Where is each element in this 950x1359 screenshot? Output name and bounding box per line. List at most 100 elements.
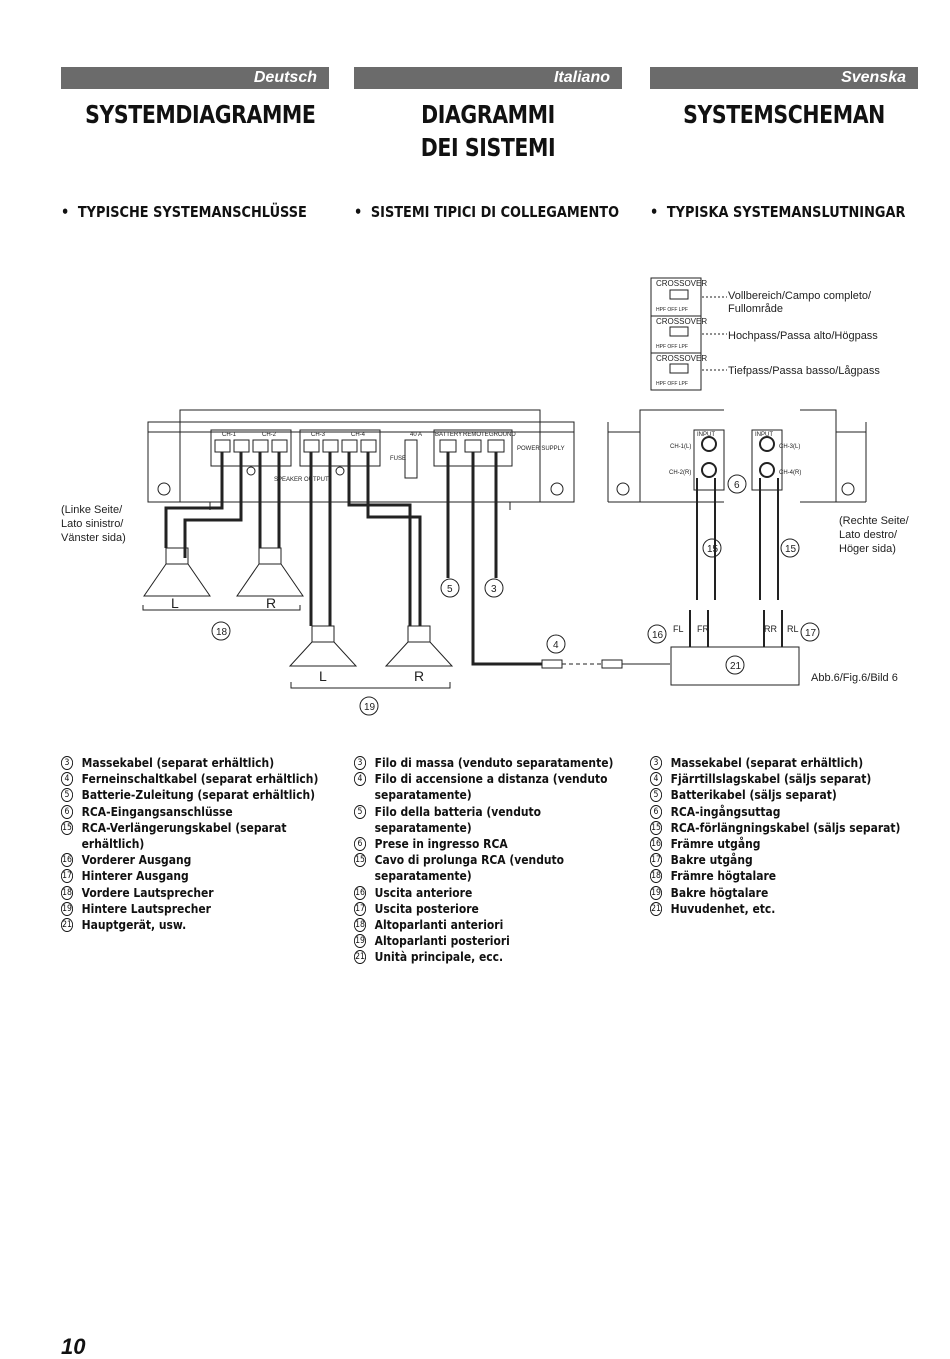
page-number: 10 — [61, 1334, 86, 1359]
output-fl-label: FL — [673, 624, 684, 634]
callout-6: 6 — [734, 480, 740, 491]
crossover-positions-2: HPF OFF LPF — [656, 344, 688, 350]
crossover-note-highpass: Hochpass/Passa alto/Högpass — [728, 330, 878, 342]
legend-text: Uscita anteriore — [374, 884, 473, 900]
callout-number: 15 — [61, 820, 74, 835]
right-side-label: (Rechte Seite/ Lato destro/ Höger sida) — [839, 515, 912, 555]
legend-text: Altoparlanti anteriori — [374, 917, 504, 933]
legend-item: 5 Batterikabel (säljs separat) — [650, 787, 934, 803]
remote-label: REMOTE — [463, 432, 489, 438]
legend-item: 3 Filo di massa (venduto separatamente) — [354, 755, 638, 771]
legend-text: Huvudenhet, etc. — [670, 900, 776, 916]
crossover-label-3: CROSSOVER — [656, 354, 707, 363]
ground-label: GROUND — [489, 432, 516, 438]
output-rr-label: RR — [764, 624, 777, 634]
legend-text: Hintere Lautsprecher — [81, 900, 211, 916]
legend-text: Främre högtalare — [670, 868, 777, 884]
legend-item: 19 Bakre högtalare — [650, 885, 934, 901]
callout-16: 16 — [652, 630, 664, 641]
rear-speaker-left — [288, 625, 358, 667]
legend-text: RCA-ingångsuttag — [670, 803, 781, 819]
legend-text: Bakre högtalare — [670, 884, 769, 900]
callout-number: 18 — [354, 918, 367, 933]
legend-text: Hinterer Ausgang — [81, 868, 189, 884]
callout-15-right: 15 — [785, 544, 797, 555]
input-ch4-label: CH-4(R) — [779, 470, 801, 476]
callout-number: 4 — [354, 772, 367, 787]
crossover-note-lowpass: Tiefpass/Passa basso/Lågpass — [728, 365, 880, 377]
legend-text: RCA-Eingangsanschlüsse — [81, 803, 233, 819]
title-italiano: DIAGRAMMI DEI SISTEMI — [420, 100, 556, 162]
callout-number: 3 — [354, 756, 367, 770]
fuse-rating-label: 40 A — [410, 432, 422, 438]
legend-item: 4 Filo di accensione a distanza (venduto … — [354, 771, 638, 803]
legend-text: Vorderer Ausgang — [81, 852, 192, 868]
legend-item: 17 Uscita posteriore — [354, 901, 638, 917]
callout-number: 5 — [650, 788, 663, 803]
channel-label-2: CH-2 — [262, 432, 277, 438]
legend-text: Filo di massa (venduto separatamente) — [374, 755, 614, 770]
callout-number: 17 — [354, 901, 367, 916]
crossover-note-full: Vollbereich/Campo completo/ Fullområde — [728, 290, 874, 315]
callout-number: 3 — [650, 756, 663, 770]
legend-text: Cavo di prolunga RCA (venduto separatame… — [374, 852, 565, 884]
callout-number: 3 — [61, 756, 74, 770]
input-ch2-label: CH-2(R) — [669, 470, 691, 476]
callout-number: 5 — [354, 804, 367, 819]
callout-number: 21 — [61, 918, 74, 933]
rear-speaker-right — [384, 625, 454, 667]
callout-number: 19 — [61, 901, 74, 916]
legend-text: Uscita posteriore — [374, 900, 479, 916]
legend-item: 19 Altoparlanti posteriori — [354, 933, 638, 949]
rear-left-label: L — [319, 668, 327, 684]
callout-number: 21 — [650, 901, 663, 916]
input-ch3-label: CH-3(L) — [779, 444, 800, 450]
legend-text: Filo di accensione a distanza (venduto s… — [374, 771, 608, 803]
legend-text: Hauptgerät, usw. — [81, 917, 187, 933]
crossover-label-2: CROSSOVER — [656, 317, 707, 326]
legend-text: Filo della batteria (venduto separatamen… — [374, 803, 542, 835]
legend-text: Bakre utgång — [670, 852, 753, 868]
callout-4: 4 — [553, 640, 559, 651]
legend-item: 19 Hintere Lautsprecher — [61, 901, 345, 917]
crossover-label-1: CROSSOVER — [656, 279, 707, 288]
legend-text: Massekabel (separat erhältlich) — [81, 755, 275, 770]
legend-text: Batterikabel (säljs separat) — [670, 787, 837, 803]
callout-number: 19 — [650, 885, 663, 900]
callout-5: 5 — [447, 584, 453, 595]
callout-number: 19 — [354, 934, 367, 949]
legend-item: 16 Uscita anteriore — [354, 885, 638, 901]
callout-21: 21 — [730, 661, 742, 672]
input-label-right: INPUT — [755, 432, 773, 438]
figure-caption: Abb.6/Fig.6/Bild 6 — [811, 672, 898, 684]
legend-text: Unità principale, ecc. — [374, 949, 504, 965]
callout-number: 16 — [354, 885, 367, 900]
callout-number: 18 — [650, 869, 663, 884]
callout-15-left: 15 — [707, 544, 719, 555]
fuse-label: FUSE — [390, 456, 406, 462]
power-supply-label: POWER SUPPLY — [517, 446, 565, 452]
callout-number: 6 — [354, 837, 367, 852]
system-diagram: CROSSOVER CROSSOVER CROSSOVER HPF OFF LP… — [61, 277, 912, 716]
legend-item: 5 Filo della batteria (venduto separatame… — [354, 804, 638, 836]
legend-item: 18 Altoparlanti anteriori — [354, 917, 638, 933]
legend-text: Altoparlanti posteriori — [374, 933, 510, 949]
language-bar-svenska: Svenska — [650, 67, 918, 89]
subheading-italiano: •SISTEMI TIPICI DI COLLEGAMENTO — [354, 203, 620, 221]
channel-label-3: CH-3 — [311, 432, 326, 438]
callout-number: 16 — [650, 837, 663, 852]
title-deutsch: SYSTEMDIAGRAMME — [85, 100, 316, 129]
callout-number: 15 — [650, 820, 663, 835]
rear-right-label: R — [414, 668, 424, 684]
legend-text: Batterie-Zuleitung (separat erhältlich) — [81, 787, 316, 803]
legend-item: 18 Främre högtalare — [650, 868, 934, 884]
